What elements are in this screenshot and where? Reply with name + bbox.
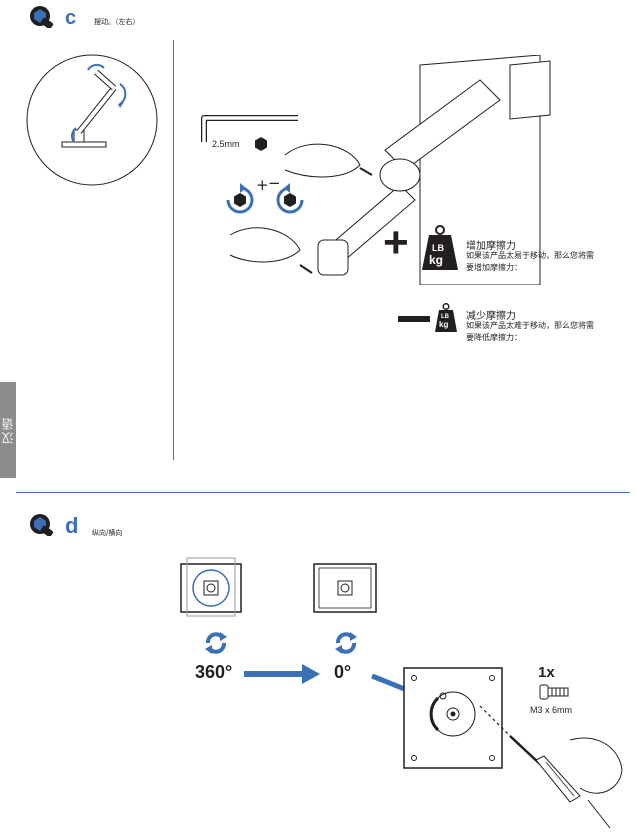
monitor-arm-illustration bbox=[229, 55, 551, 285]
hexagon-icon bbox=[255, 137, 267, 151]
increase-friction-line2: 要增加摩擦力： bbox=[466, 263, 522, 272]
screw-size: M3 x 6mm bbox=[530, 705, 573, 715]
step-letter-d: d bbox=[65, 513, 79, 538]
increase-friction-line1: 如果该产品太易于移动，那么您将需 bbox=[466, 251, 594, 260]
increase-sign: + bbox=[383, 218, 409, 267]
decrease-friction-line2: 要降低摩擦力： bbox=[466, 333, 522, 342]
step-description-d: 纵向/横向 bbox=[92, 529, 123, 537]
hex-key-size: 2.5mm bbox=[212, 139, 240, 149]
screw-quantity: 1x bbox=[538, 664, 555, 681]
monitor-rotating-icon bbox=[180, 557, 242, 617]
rotate-icon bbox=[205, 632, 227, 654]
wrench-icon bbox=[30, 6, 54, 28]
rotate-clockwise-icon bbox=[226, 183, 254, 214]
angle-end: 0° bbox=[334, 662, 352, 682]
monitor-landscape-icon bbox=[313, 563, 377, 613]
weight-lb-large: LB bbox=[432, 243, 444, 253]
decrease-friction-line1: 如果该产品太难于移动，那么您将需 bbox=[466, 321, 594, 330]
arm-swing-inset bbox=[26, 54, 158, 186]
language-tab-label: 汉语 bbox=[1, 416, 15, 444]
weight-kg-small: kg bbox=[439, 320, 449, 329]
rotate-minus-sign: − bbox=[268, 174, 281, 192]
hex-key-icon bbox=[201, 115, 298, 142]
step-letter-c: c bbox=[65, 7, 77, 29]
decrease-friction-title: 减少摩擦力 bbox=[466, 311, 516, 322]
increase-friction-title: 增加摩擦力 bbox=[466, 241, 516, 252]
weight-icon-small bbox=[435, 303, 457, 332]
section-divider bbox=[16, 492, 630, 493]
rotate-plus-sign: + bbox=[256, 176, 269, 194]
language-tab: 汉语 bbox=[0, 382, 16, 478]
rotate-icon bbox=[335, 632, 357, 654]
weight-icon-large bbox=[422, 225, 458, 270]
arrow-right-icon bbox=[244, 664, 320, 684]
vesa-plate-illustration bbox=[403, 667, 503, 769]
screw-icon bbox=[539, 684, 569, 700]
vertical-divider bbox=[173, 40, 174, 460]
weight-kg-large: kg bbox=[429, 253, 444, 267]
angle-start: 360° bbox=[195, 662, 233, 682]
weight-lb-small: LB bbox=[441, 314, 449, 320]
wrench-icon bbox=[30, 514, 54, 536]
step-description-c: 摆动。（左右） bbox=[94, 18, 140, 26]
screwdriver-illustration bbox=[479, 705, 623, 829]
decrease-sign: − bbox=[398, 316, 430, 322]
rotate-counterclockwise-icon bbox=[276, 183, 304, 214]
